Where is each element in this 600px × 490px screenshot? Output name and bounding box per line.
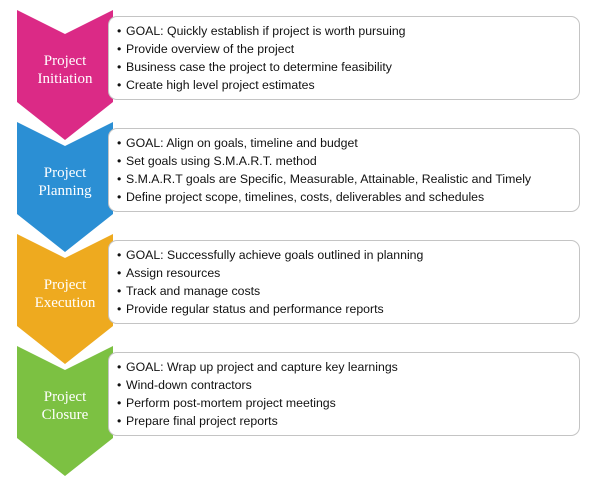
execution-chevron <box>17 234 113 364</box>
list-item-text: GOAL: Quickly establish if project is wo… <box>126 24 406 38</box>
bullet-glyph: • <box>117 360 122 374</box>
execution-chevron-shape <box>17 234 113 364</box>
list-item: • GOAL: Successfully achieve goals outlin… <box>117 246 579 264</box>
execution-card: • GOAL: Successfully achieve goals outlin… <box>108 240 580 324</box>
list-item-text: S.M.A.R.T goals are Specific, Measurable… <box>126 172 532 186</box>
planning-label-line1: Project <box>43 165 87 181</box>
bullet-glyph: • <box>117 78 122 92</box>
bullet-glyph: • <box>117 378 122 392</box>
list-item: • Prepare final project reports <box>117 412 579 430</box>
initiation-label: Project Initiation <box>17 52 113 88</box>
list-item: • Define project scope, timelines, costs,… <box>117 188 579 206</box>
execution-list: • GOAL: Successfully achieve goals outlin… <box>109 241 579 318</box>
closure-chevron <box>17 346 113 476</box>
planning-list: • GOAL: Align on goals, timeline and budg… <box>109 129 579 206</box>
initiation-card: • GOAL: Quickly establish if project is w… <box>108 16 580 100</box>
initiation-list: • GOAL: Quickly establish if project is w… <box>109 17 579 94</box>
bullet-glyph: • <box>117 266 122 280</box>
list-item: • Create high level project estimates <box>117 76 579 94</box>
list-item: • Assign resources <box>117 264 579 282</box>
bullet-glyph: • <box>117 172 122 186</box>
list-item-text: Track and manage costs <box>126 284 261 298</box>
bullet-glyph: • <box>117 42 122 56</box>
planning-card: • GOAL: Align on goals, timeline and budg… <box>108 128 580 212</box>
initiation-chevron-shape <box>17 10 113 140</box>
list-item: • Business case the project to determine … <box>117 58 579 76</box>
list-item: • GOAL: Wrap up project and capture key l… <box>117 358 579 376</box>
planning-chevron <box>17 122 113 252</box>
planning-chevron-shape <box>17 122 113 252</box>
list-item-text: Prepare final project reports <box>126 414 278 428</box>
list-item: • Set goals using S.M.A.R.T. method <box>117 152 579 170</box>
list-item: • Wind-down contractors <box>117 376 579 394</box>
list-item-text: Wind-down contractors <box>126 378 252 392</box>
execution-label: Project Execution <box>17 276 113 312</box>
list-item: • GOAL: Quickly establish if project is w… <box>117 22 579 40</box>
bullet-glyph: • <box>117 302 122 316</box>
closure-label-line2: Closure <box>41 407 89 423</box>
list-item-text: Define project scope, timelines, costs, … <box>126 190 485 204</box>
bullet-glyph: • <box>117 24 122 38</box>
list-item: • Provide regular status and performance … <box>117 300 579 318</box>
list-item: • S.M.A.R.T goals are Specific, Measurabl… <box>117 170 579 188</box>
initiation-chevron <box>17 10 113 140</box>
list-item-text: GOAL: Successfully achieve goals outline… <box>126 248 424 262</box>
bullet-glyph: • <box>117 190 122 204</box>
planning-label-line2: Planning <box>38 183 92 199</box>
list-item-text: Provide regular status and performance r… <box>126 302 384 316</box>
list-item: • Perform post-mortem project meetings <box>117 394 579 412</box>
bullet-glyph: • <box>117 60 122 74</box>
planning-label: Project Planning <box>17 164 113 200</box>
bullet-glyph: • <box>117 396 122 410</box>
list-item: • Provide overview of the project <box>117 40 579 58</box>
closure-card: • GOAL: Wrap up project and capture key l… <box>108 352 580 436</box>
closure-label: Project Closure <box>17 388 113 424</box>
list-item-text: Provide overview of the project <box>126 42 295 56</box>
bullet-glyph: • <box>117 248 122 262</box>
closure-label-line1: Project <box>43 389 87 405</box>
list-item-text: GOAL: Align on goals, timeline and budge… <box>126 136 358 150</box>
list-item-text: Business case the project to determine f… <box>126 60 392 74</box>
list-item: • GOAL: Align on goals, timeline and budg… <box>117 134 579 152</box>
execution-label-line2: Execution <box>34 295 96 311</box>
bullet-glyph: • <box>117 154 122 168</box>
initiation-label-line2: Initiation <box>37 71 93 87</box>
execution-label-line1: Project <box>43 277 87 293</box>
list-item-text: GOAL: Wrap up project and capture key le… <box>126 360 398 374</box>
closure-chevron-shape <box>17 346 113 476</box>
list-item-text: Set goals using S.M.A.R.T. method <box>126 154 317 168</box>
bullet-glyph: • <box>117 414 122 428</box>
initiation-label-line1: Project <box>43 53 87 69</box>
closure-list: • GOAL: Wrap up project and capture key l… <box>109 353 579 430</box>
list-item: • Track and manage costs <box>117 282 579 300</box>
bullet-glyph: • <box>117 136 122 150</box>
list-item-text: Create high level project estimates <box>126 78 315 92</box>
bullet-glyph: • <box>117 284 122 298</box>
list-item-text: Assign resources <box>126 266 221 280</box>
list-item-text: Perform post-mortem project meetings <box>126 396 336 410</box>
